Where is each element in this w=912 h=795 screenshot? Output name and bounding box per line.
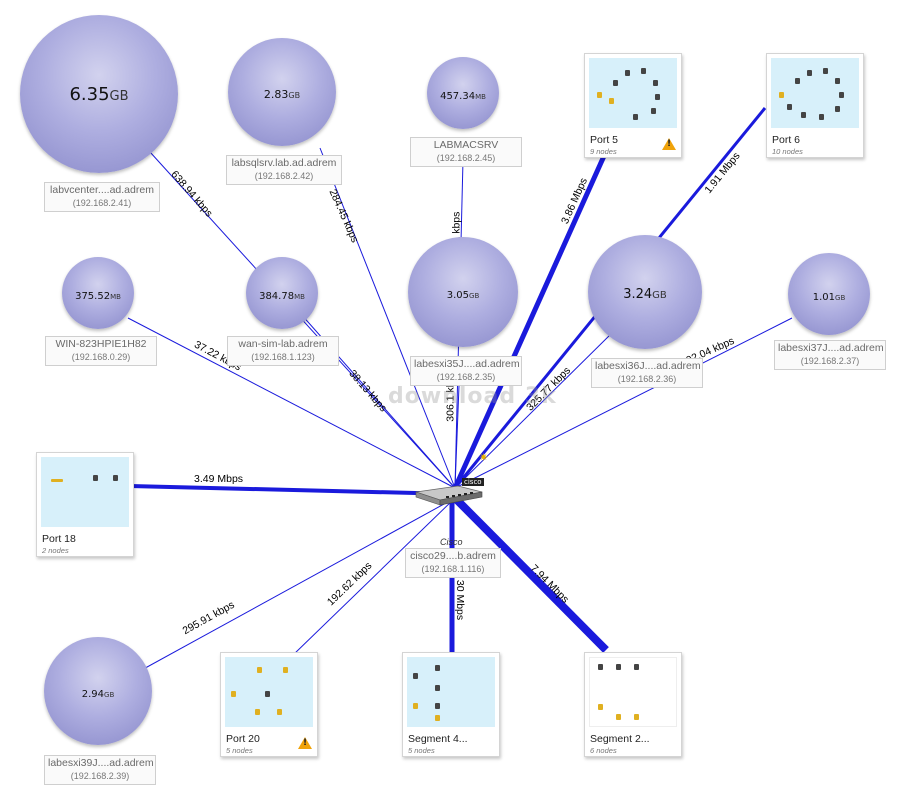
submap-thumbnail [589,657,677,727]
host-sphere-labesxi36[interactable]: 3.24GB [588,235,702,349]
host-sphere-win823[interactable]: 375.52MB [62,257,134,329]
link-label: 3.49 Mbps [194,473,244,485]
traffic-value: 6.35GB [69,83,129,105]
host-label[interactable]: labesxi36J....ad.adrem(192.168.2.36) [591,358,703,388]
link-wansim[interactable] [284,295,456,489]
traffic-value: 457.34MB [440,90,486,102]
link-seg2[interactable] [452,495,609,653]
switch-vendor: Cisco [440,537,463,547]
traffic-value: 3.05GB [446,289,480,301]
submap-node-count: 5 nodes [408,746,435,755]
traffic-value: 384.78MB [259,290,305,302]
switch-icon[interactable] [412,478,484,506]
submap-node-count: 6 nodes [590,746,617,755]
traffic-value: 1.01GB [812,291,846,303]
submap-card-port6[interactable]: Port 6 10 nodes [766,53,864,158]
submap-title: Port 6 [772,134,801,146]
host-sphere-labesxi35[interactable]: 3.05GB [408,237,518,347]
host-label[interactable]: WIN-823HPIE1H82(192.168.0.29) [45,336,157,366]
submap-node-count: 2 nodes [42,546,69,555]
submap-node-count: 9 nodes [590,147,617,156]
vendor-tag: cisco [462,478,484,486]
submap-card-port18[interactable]: Port 18 2 nodes [36,452,134,557]
host-sphere-labvcenter[interactable]: 6.35GB [20,15,178,173]
link-port5[interactable] [452,154,607,490]
traffic-value: 3.24GB [623,286,667,302]
submap-thumbnail [225,657,313,727]
host-sphere-labsqlsrv[interactable]: 2.83GB [228,38,336,146]
host-label[interactable]: labesxi37J....ad.adrem(192.168.2.37) [774,340,886,370]
host-label[interactable]: labsqlsrv.lab.ad.adrem(192.168.2.42) [226,155,342,185]
submap-title: Port 20 [226,733,260,745]
host-label[interactable]: labesxi39J....ad.adrem(192.168.2.39) [44,755,156,785]
submap-title: Port 5 [590,134,619,146]
link-labesxi39[interactable] [137,497,456,673]
host-label[interactable]: wan-sim-lab.adrem(192.168.1.123) [227,336,339,366]
submap-card-seg4[interactable]: Segment 4... 5 nodes [402,652,500,757]
warning-icon [298,737,312,749]
link-port20[interactable] [291,497,456,657]
link-label: 30 Mbps [454,579,467,621]
link-labesxi37[interactable] [454,317,793,489]
watermark: download 3k [388,384,557,409]
link-labesxi36[interactable] [454,329,616,489]
switch-label[interactable]: cisco29....b.adrem(192.168.1.116) [405,548,501,578]
link-win823[interactable] [127,317,456,489]
host-sphere-labmacsrv[interactable]: 457.34MB [427,57,499,129]
host-sphere-labesxi37[interactable]: 1.01GB [788,253,870,335]
submap-title: Segment 2... [590,733,650,745]
submap-title: Port 18 [42,533,76,545]
submap-thumbnail [589,58,677,128]
submap-card-port20[interactable]: Port 20 5 nodes [220,652,318,757]
submap-thumbnail [407,657,495,727]
submap-card-seg2[interactable]: Segment 2... 6 nodes [584,652,682,757]
submap-thumbnail [771,58,859,128]
warning-icon [662,138,676,150]
submap-thumbnail [41,457,129,527]
submap-node-count: 10 nodes [772,147,803,156]
host-label[interactable]: LABMACSRV(192.168.2.45) [410,137,522,167]
host-label[interactable]: labesxi35J....ad.adrem(192.168.2.35) [410,356,522,386]
submap-title: Segment 4... [408,733,468,745]
activity-icon: ✷ [479,451,489,464]
host-label[interactable]: labvcenter....ad.adrem(192.168.2.41) [44,182,160,212]
link-port18[interactable] [129,484,456,496]
host-sphere-labesxi39[interactable]: 2.94GB [44,637,152,745]
submap-node-count: 5 nodes [226,746,253,755]
submap-card-port5[interactable]: Port 5 9 nodes [584,53,682,158]
link-labsqlsrv[interactable] [319,147,456,489]
traffic-value: 2.94GB [81,688,115,700]
host-sphere-wansim[interactable]: 384.78MB [246,257,318,329]
traffic-value: 2.83GB [263,87,301,101]
traffic-value: 375.52MB [75,290,121,302]
